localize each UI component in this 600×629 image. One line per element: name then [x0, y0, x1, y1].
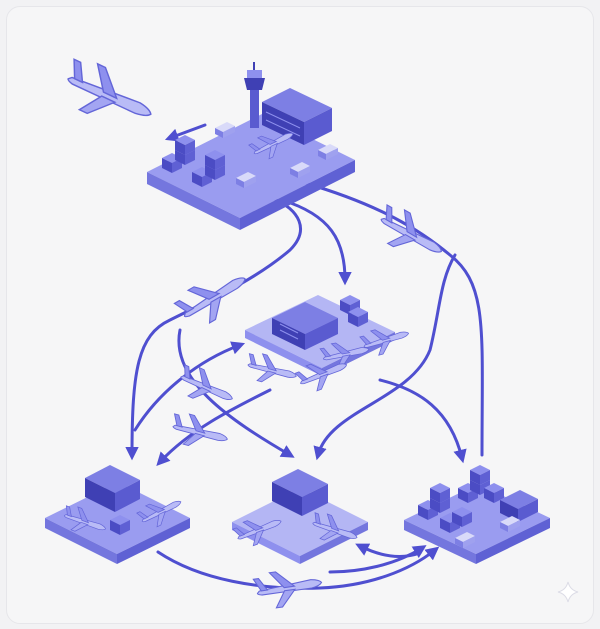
airplane-icon [56, 54, 161, 138]
cargo-logistics-hub [404, 465, 550, 564]
main-airport-hub [147, 62, 355, 230]
flow-right-to-center [360, 546, 420, 557]
regional-airport-left [45, 465, 190, 564]
airplane-icon [172, 263, 255, 334]
regional-airport-center [232, 469, 368, 564]
flow-left-to-middle [135, 345, 240, 430]
flow-top-to-departing-plane [170, 125, 205, 138]
sparkle-icon [558, 582, 578, 602]
airplane-icon [173, 361, 238, 413]
